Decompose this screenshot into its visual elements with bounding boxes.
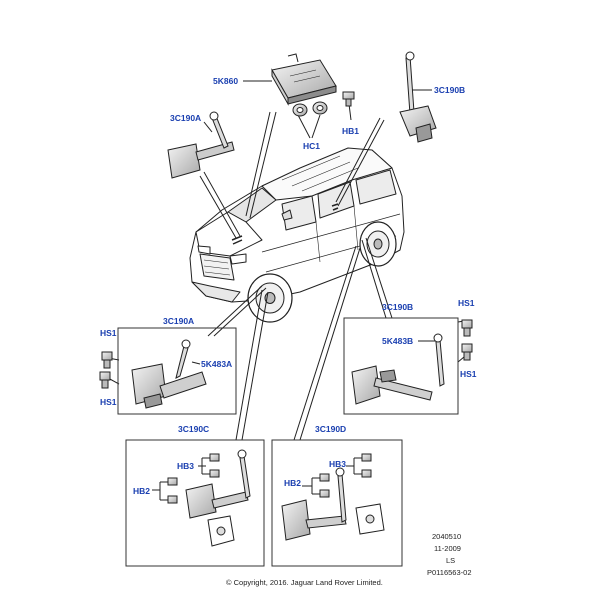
- bolts-hb-d: [319, 453, 372, 498]
- label-hb3-d[interactable]: HB3: [329, 459, 347, 469]
- label-3c190a-top[interactable]: 3C190A: [170, 113, 202, 123]
- label-hs1-a-bottom[interactable]: HS1: [100, 397, 117, 407]
- label-3c190d[interactable]: 3C190D: [315, 424, 347, 434]
- drawing-date: 11-2009: [434, 544, 461, 553]
- label-hb3-c[interactable]: HB3: [177, 461, 195, 471]
- drawing-code: 2040510: [432, 532, 462, 541]
- label-hs1-b-bottom[interactable]: HS1: [460, 369, 477, 379]
- sensor-3c190a-top: [167, 111, 235, 179]
- label-hs1-b-top[interactable]: HS1: [458, 298, 475, 308]
- box-3c190d-frame: [271, 439, 403, 567]
- label-5k483a[interactable]: 5K483A: [201, 359, 233, 369]
- label-hb2-c[interactable]: HB2: [133, 486, 151, 496]
- copyright-text: © Copyright, 2016. Jaguar Land Rover Lim…: [226, 578, 383, 587]
- label-3c190a-box[interactable]: 3C190A: [163, 316, 195, 326]
- label-hc1[interactable]: HC1: [303, 141, 321, 151]
- drawing-ref: P0116563-02: [427, 568, 472, 577]
- box-3c190c-frame: [125, 439, 265, 567]
- label-hb2-d[interactable]: HB2: [284, 478, 302, 488]
- bolts-hb-c: [167, 453, 220, 504]
- label-3c190b-box[interactable]: 3C190B: [382, 302, 414, 312]
- module-5k860: [271, 53, 337, 106]
- box-3c190b-frame: [343, 317, 459, 415]
- label-3c190c[interactable]: 3C190C: [178, 424, 210, 434]
- nuts-hc1: [292, 101, 328, 117]
- bolt-hb1: [342, 91, 355, 107]
- sensor-3c190b-detail: [351, 333, 445, 405]
- sensor-3c190b-top: [399, 51, 437, 143]
- box-3c190a-frame: [117, 327, 237, 415]
- sensor-3c190c-detail: [185, 449, 251, 547]
- screws-hs1-a: [99, 351, 113, 389]
- sensor-3c190a-detail: [131, 339, 207, 409]
- sensor-3c190d-detail: [281, 467, 385, 541]
- label-3c190b-top[interactable]: 3C190B: [434, 85, 466, 95]
- vehicle-illustration: [189, 147, 405, 323]
- label-5k483b[interactable]: 5K483B: [382, 336, 414, 346]
- label-hs1-a-top[interactable]: HS1: [100, 328, 117, 338]
- label-5k860[interactable]: 5K860: [213, 76, 239, 86]
- drawing-ls: LS: [446, 556, 456, 565]
- label-hb1[interactable]: HB1: [342, 126, 360, 136]
- screws-hs1-b: [461, 319, 473, 361]
